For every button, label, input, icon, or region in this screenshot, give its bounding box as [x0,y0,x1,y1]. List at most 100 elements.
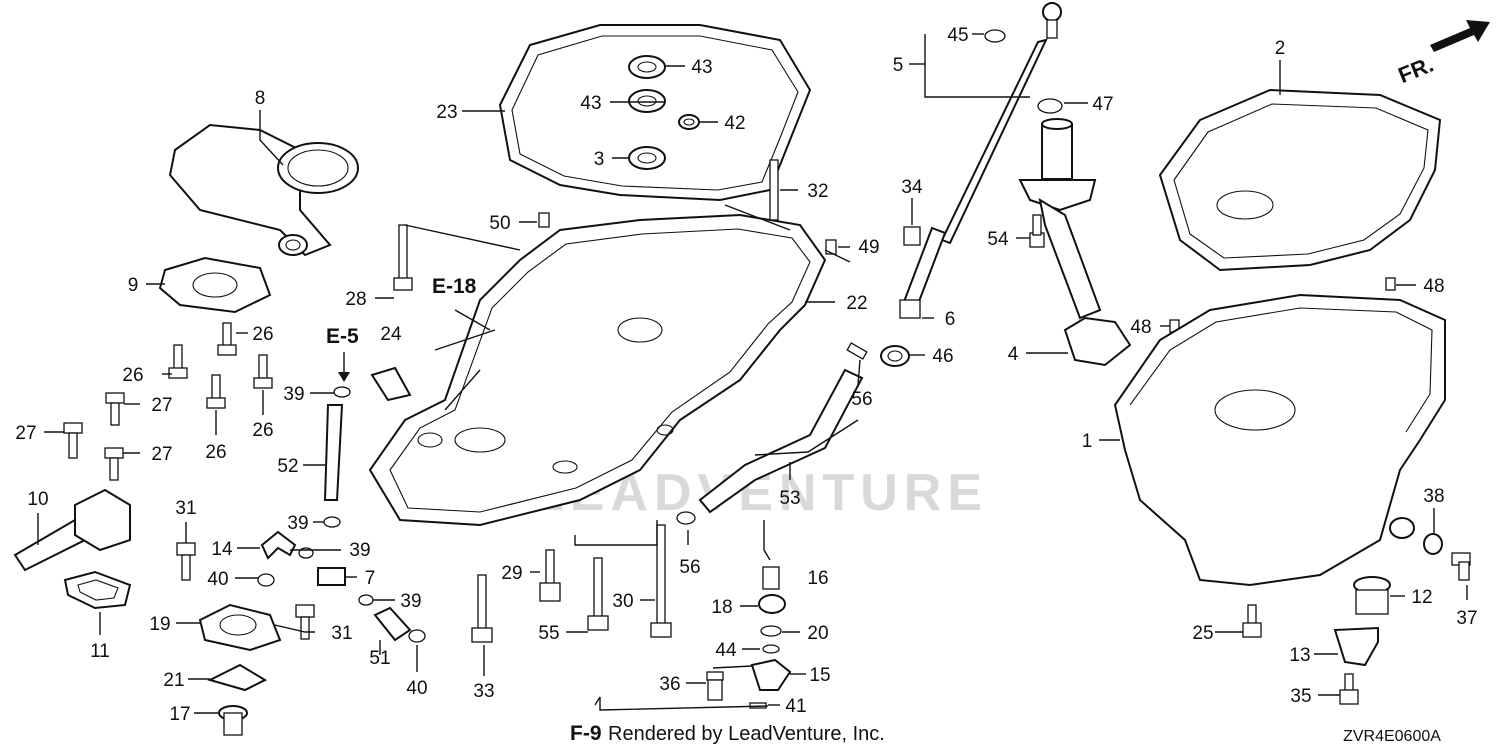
valve-10 [13,488,131,572]
front-arrow-icon [1430,20,1490,52]
bolt-35 [1339,673,1359,705]
bolt-33 [471,574,493,643]
housing-8 [168,123,359,257]
callout-29: 29 [501,563,522,584]
bolt-37 [1451,552,1471,581]
callout-13: 13 [1289,645,1310,666]
callout-26b: 26 [122,365,143,386]
grommet-24 [370,366,412,402]
bolt-26d [253,354,273,389]
plug-17 [218,705,248,736]
clamp-39b [323,516,341,528]
clip-40a [257,573,275,587]
callout-46: 46 [932,346,953,367]
plate-9 [158,256,272,314]
callout-19: 19 [149,614,170,635]
render-credit: Rendered by LeadVenture, Inc. [608,723,885,745]
callout-12: 12 [1411,587,1432,608]
callout-5: 5 [893,55,904,76]
callout-39a: 39 [283,384,304,405]
callout-35: 35 [1290,686,1311,707]
bolt-26c [206,374,226,409]
callout-53: 53 [779,488,800,509]
stud-32 [769,159,779,221]
callout-51: 51 [369,648,390,669]
callout-44: 44 [715,640,737,661]
ref-e18: E-18 [432,275,477,298]
bolt-30 [650,524,672,638]
dipstick-5 [940,2,1062,245]
callout-40a: 40 [207,569,228,590]
dowel-49 [825,239,837,255]
plug-12 [1353,576,1391,615]
bolt-54 [1029,214,1045,248]
callout-6: 6 [945,309,956,330]
clamp-39d [358,594,374,606]
callout-3: 3 [594,149,605,170]
clip-56b [846,342,868,360]
drawing-code: ZVR4E0600A [1343,728,1441,745]
callout-2: 2 [1275,38,1286,59]
callout-11: 11 [90,641,110,662]
dowel-48a [1385,277,1396,291]
gasket-11 [63,570,132,610]
callout-27c: 27 [151,444,172,465]
bolt-31b [295,604,315,640]
washer-44 [762,644,780,654]
ref-e5: E-5 [326,325,359,348]
callout-7: 7 [365,568,376,589]
hose-52 [323,404,344,501]
hose-51 [373,606,412,642]
front-direction-label: FR. [1395,52,1437,88]
o-ring-45 [984,29,1006,43]
callout-52: 52 [277,456,298,477]
dowel-50 [538,212,550,228]
callout-27b: 27 [15,423,36,444]
callout-43a: 43 [691,57,712,78]
callout-56b: 56 [679,557,700,578]
callout-4: 4 [1008,344,1019,365]
callout-25: 25 [1192,623,1213,644]
callout-15: 15 [809,665,830,686]
washer-46 [880,345,910,367]
callout-39b: 39 [287,513,308,534]
bolt-31a [176,542,196,581]
oil-pan-1 [1113,293,1446,587]
e5-arrow-icon [338,352,350,382]
callout-43b: 43 [580,93,601,114]
cover-19 [198,603,282,652]
callout-37: 37 [1456,608,1477,629]
callout-21: 21 [163,670,184,691]
gasket-21 [207,663,268,692]
bolt-55 [587,557,609,631]
oil-seal-43a [628,55,666,79]
ref-f9: F-9 [570,722,602,745]
hose-14 [260,530,297,560]
callout-31b: 31 [331,623,352,644]
callout-39c: 39 [349,540,370,561]
callout-26c: 26 [205,442,226,463]
oil-seal-3 [628,146,666,170]
callout-23: 23 [436,102,457,123]
callout-39d: 39 [400,591,421,612]
bolt-26b [168,344,188,379]
callout-54: 54 [987,229,1009,250]
oil-strainer-4 [1018,118,1132,367]
callout-1: 1 [1082,431,1093,452]
callout-38: 38 [1423,486,1444,507]
callout-18: 18 [711,597,732,618]
gasket-23 [498,24,812,202]
oil-pan-22 [368,213,827,527]
cap-18 [758,594,786,614]
callout-45: 45 [947,25,968,46]
seal-42 [678,114,700,130]
callout-24: 24 [380,324,402,345]
clamp-39a [333,386,351,398]
o-ring-47 [1037,98,1063,114]
callout-55: 55 [538,623,559,644]
oil-seal-43b [628,89,666,113]
bolt-28 [393,224,413,291]
callout-22: 22 [846,293,867,314]
bolt-27b [63,422,83,459]
bolt-25 [1242,604,1262,638]
